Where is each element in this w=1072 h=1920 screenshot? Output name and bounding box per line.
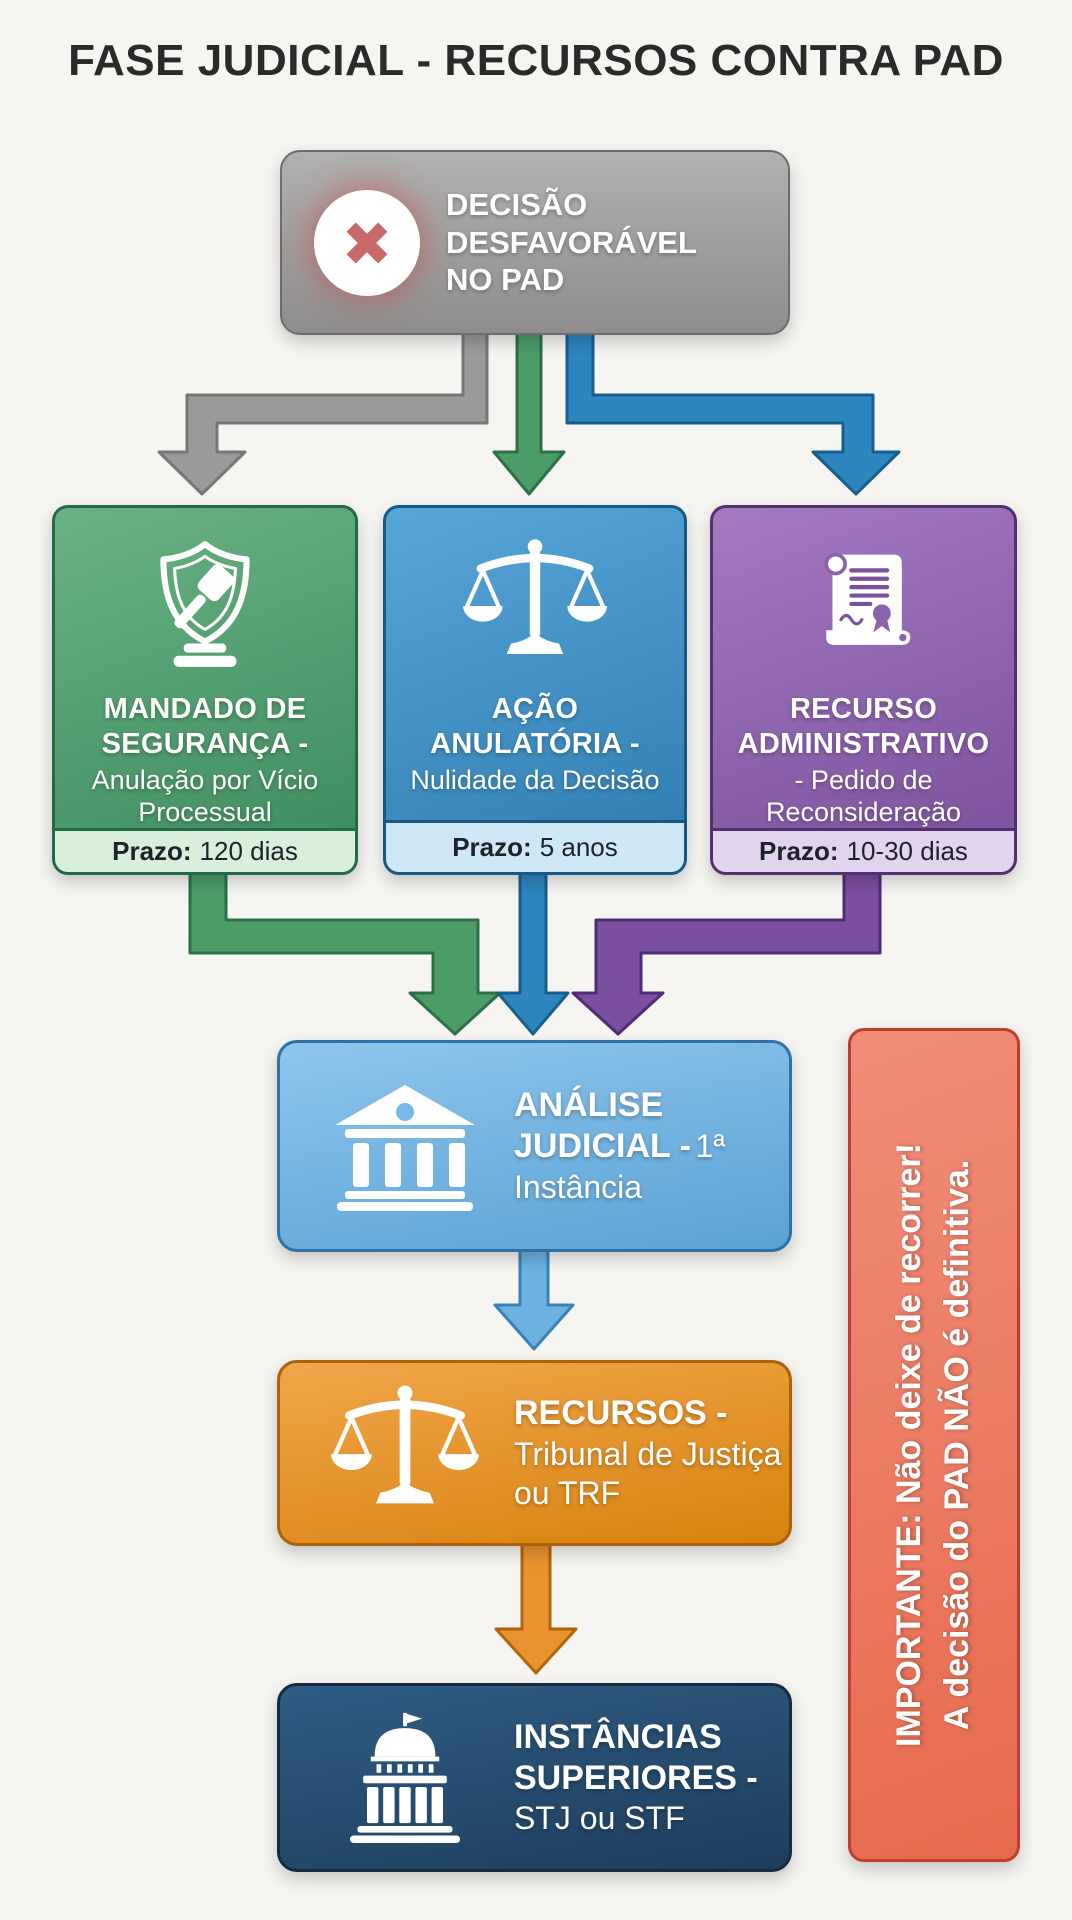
stage-title: RECURSOS - xyxy=(514,1394,728,1433)
option-mandado-seguranca: MANDADO DE SEGURANÇA - Anulação por Víci… xyxy=(52,505,358,875)
arrow-root-to-mandado xyxy=(157,328,489,496)
prazo-value: 10-30 dias xyxy=(846,836,968,867)
stage-subtitle: Tribunal de Justiça ou TRF xyxy=(514,1435,782,1511)
scales-icon xyxy=(462,530,608,680)
option-prazo: Prazo: 10-30 dias xyxy=(713,828,1014,872)
capitol-icon xyxy=(320,1711,490,1844)
arrow-acao-to-analise xyxy=(496,868,570,1036)
option-title: AÇÃO ANULATÓRIA - xyxy=(430,693,640,760)
option-prazo: Prazo: 120 dias xyxy=(55,828,355,872)
option-acao-anulatoria: AÇÃO ANULATÓRIA - Nulidade da Decisão Pr… xyxy=(383,505,687,875)
page-title: FASE JUDICIAL - RECURSOS CONTRA PAD xyxy=(68,36,1004,85)
prazo-value: 120 dias xyxy=(199,836,298,867)
arrow-mandado-to-analise xyxy=(188,868,502,1036)
option-subtitle: Anulação por Vício Processual xyxy=(91,764,319,827)
prazo-label: Prazo: xyxy=(759,836,839,867)
option-subtitle: Nulidade da Decisão xyxy=(410,764,660,795)
stage-recursos-tribunal: RECURSOS - Tribunal de Justiça ou TRF xyxy=(277,1360,792,1546)
stage-title: ANÁLISE JUDICIAL - xyxy=(514,1086,691,1166)
option-recurso-administrativo: RECURSO ADMINISTRATIVO - Pedido de Recon… xyxy=(710,505,1017,875)
option-prazo: Prazo: 5 anos xyxy=(386,820,684,872)
stage-instancias-superiores: INSTÂNCIAS SUPERIORES - STJ ou STF xyxy=(277,1683,792,1872)
decision-root-box: DECISÃO DESFAVORÁVEL NO PAD xyxy=(280,150,790,335)
importante-line-1: IMPORTANTE: Não deixe de recorrer! xyxy=(890,1143,929,1747)
decision-root-label: DECISÃO DESFAVORÁVEL NO PAD xyxy=(446,186,697,298)
option-subtitle: - Pedido de Reconsideração xyxy=(765,764,962,827)
scales-icon xyxy=(320,1383,490,1523)
stage-title: INSTÂNCIAS SUPERIORES - xyxy=(514,1717,758,1797)
importante-line-2: A decisão do PAD NÃO é definitiva. xyxy=(938,1159,976,1731)
arrow-analise-to-recursos xyxy=(493,1246,575,1351)
option-title: RECURSO ADMINISTRATIVO xyxy=(737,693,990,760)
arrow-recursos-to-instancias xyxy=(494,1540,578,1675)
stage-analise-judicial: ANÁLISE JUDICIAL - 1ª Instância xyxy=(277,1040,792,1252)
arrow-root-to-recurso xyxy=(565,328,901,496)
importante-note-text: IMPORTANTE: Não deixe de recorrer! A dec… xyxy=(851,1031,1017,1859)
scroll-seal-icon xyxy=(801,530,927,680)
shield-gavel-icon xyxy=(137,530,273,680)
option-title: MANDADO DE SEGURANÇA - xyxy=(101,693,309,760)
prazo-label: Prazo: xyxy=(452,832,532,862)
arrow-root-to-acao xyxy=(492,328,566,496)
x-circle-icon xyxy=(314,189,420,296)
courthouse-icon xyxy=(320,1081,490,1211)
prazo-label: Prazo: xyxy=(112,836,192,867)
stage-subtitle: 1ª Instância xyxy=(514,1128,726,1205)
stage-subtitle: STJ ou STF xyxy=(514,1800,685,1837)
arrow-recurso-to-analise xyxy=(571,868,882,1036)
prazo-value: 5 anos xyxy=(539,832,618,862)
importante-note: IMPORTANTE: Não deixe de recorrer! A dec… xyxy=(848,1028,1020,1862)
